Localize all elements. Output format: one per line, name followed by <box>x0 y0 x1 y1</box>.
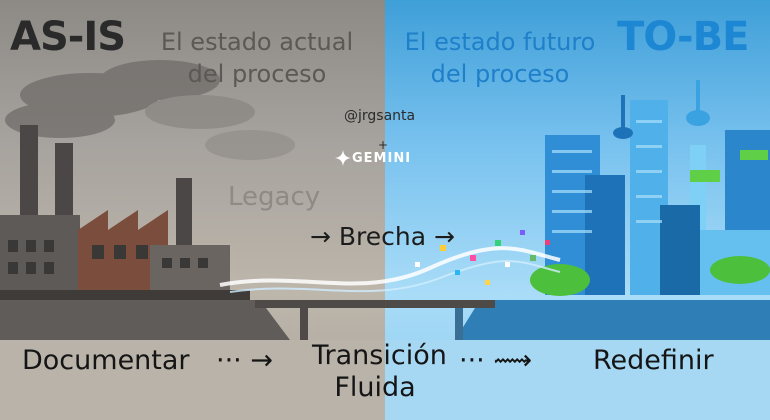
smoke-clouds <box>5 60 295 160</box>
factory <box>0 125 250 302</box>
to-be-subtitle: El estado futuro del proceso <box>400 26 600 90</box>
to-be-ground <box>455 300 770 340</box>
to-be-subtitle-line-2: del proceso <box>430 60 570 88</box>
bridge <box>255 300 495 342</box>
smokestack <box>176 178 192 260</box>
credit-handle: @jrgsanta <box>344 108 416 124</box>
city-skyline <box>530 80 770 296</box>
as-is-ground <box>0 300 290 340</box>
credit-plus: + <box>378 138 389 152</box>
gemini-sparkle-icon <box>335 150 351 166</box>
to-be-title: TO-BE <box>617 14 749 60</box>
to-be-subtitle-line-1: El estado futuro <box>404 28 596 56</box>
brecha-label: → Brecha → <box>310 222 455 251</box>
credit-gemini: GEMINI <box>352 151 412 166</box>
as-is-subtitle: El estado actual del proceso <box>152 26 362 90</box>
transition-stream <box>219 230 561 293</box>
flow-arrow-2: ··· ⟿ <box>459 345 533 376</box>
step-transicion-fluida: Transición Fluida <box>312 340 447 403</box>
flow-band-left <box>0 340 385 420</box>
as-is-subtitle-line-1: El estado actual <box>160 28 354 56</box>
step-redefinir: Redefinir <box>593 345 714 376</box>
legacy-label: Legacy <box>228 182 321 212</box>
as-is-subtitle-line-2: del proceso <box>187 60 327 88</box>
flow-arrow-1: ··· → <box>216 345 273 376</box>
as-is-title: AS-IS <box>10 14 126 60</box>
step-documentar: Documentar <box>22 345 190 376</box>
flow-band-right <box>385 340 770 420</box>
